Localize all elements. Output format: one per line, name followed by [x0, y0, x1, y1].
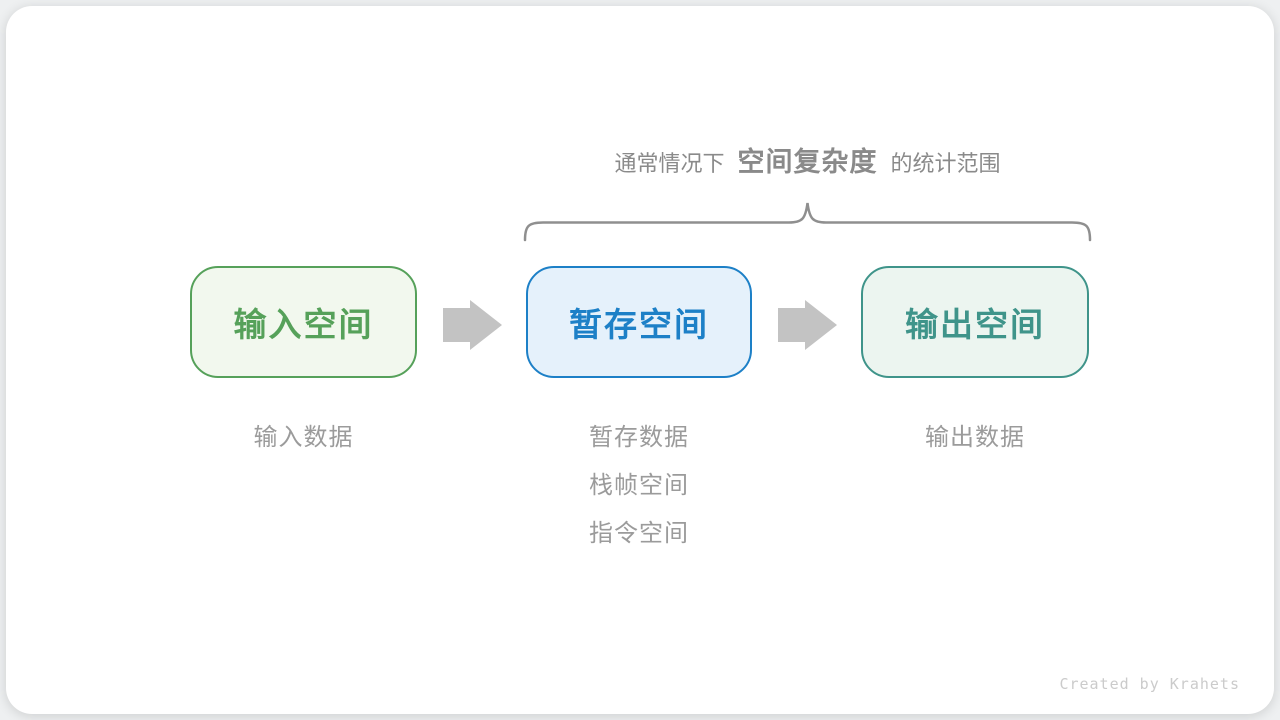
caption-suffix: 的统计范围: [890, 151, 1001, 176]
credit-text: Created by Krahets: [1059, 675, 1240, 693]
caption: 通常情况下 空间复杂度 的统计范围: [525, 140, 1090, 186]
curly-brace-path: [523, 202, 1092, 242]
caption-highlight: 空间复杂度: [737, 147, 878, 177]
input-space-label: 输入空间: [233, 306, 374, 343]
temp-space-box: 暂存空间: [526, 266, 752, 378]
output-data-label: 输出数据: [925, 424, 1025, 451]
arrow-right-shape: [778, 300, 837, 350]
instruction-space-label: 指令空间: [589, 520, 689, 547]
output-space-label: 输出空间: [905, 306, 1045, 343]
arrow-right-icon: [443, 300, 502, 350]
input-space-box: 输入空间: [190, 266, 417, 378]
temp-space-label: 暂存空间: [569, 306, 709, 343]
stack-frame-space-label: 栈帧空间: [589, 472, 689, 499]
caption-prefix: 通常情况下: [614, 151, 725, 176]
arrow-right-shape: [443, 300, 502, 350]
arrow-right-icon: [778, 300, 837, 350]
input-data-label: 输入数据: [253, 424, 354, 451]
temp-data-label: 暂存数据: [589, 424, 689, 451]
curly-brace: [523, 202, 1092, 242]
output-space-box: 输出空间: [861, 266, 1089, 378]
